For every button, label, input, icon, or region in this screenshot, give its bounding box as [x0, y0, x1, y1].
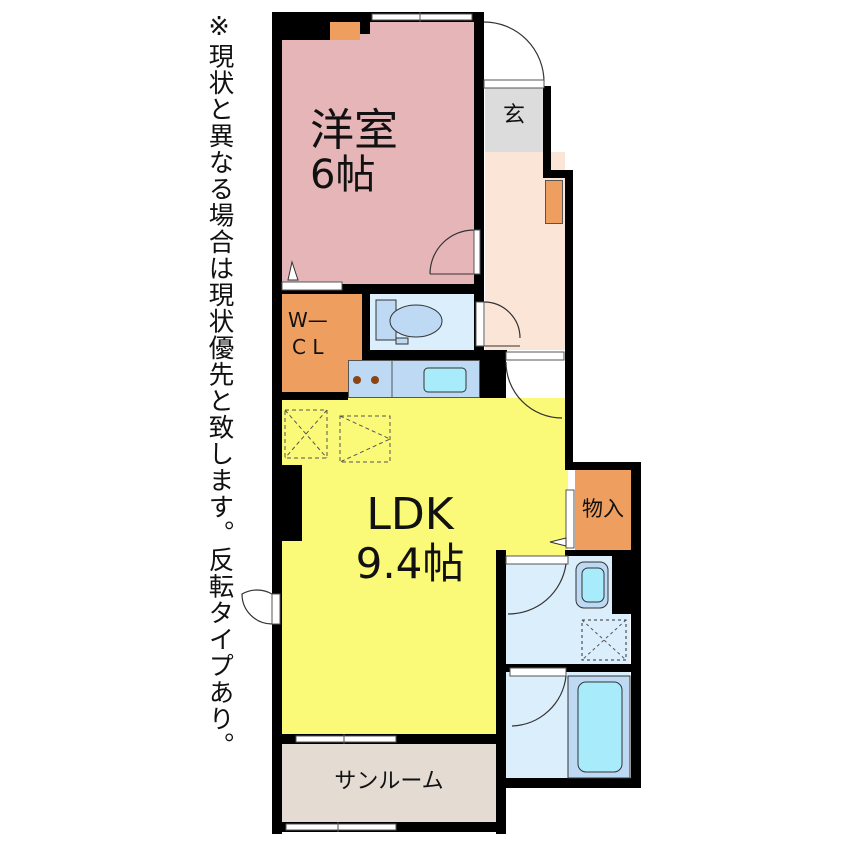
wall-wash-block [612, 556, 631, 614]
ldk-name: LDK [366, 489, 454, 540]
western-room [282, 22, 474, 284]
washroom [506, 556, 630, 664]
wall-western-bottom [282, 284, 474, 294]
wall-top-mid-block [360, 22, 370, 34]
wall-wcl-bottom [282, 392, 348, 400]
wall-left [272, 12, 282, 834]
wall-kitchen-block [480, 350, 506, 398]
entrance-label: 玄 [502, 103, 525, 128]
ldk-lower [282, 550, 496, 734]
wall-wash-left [496, 550, 506, 834]
western-room-name: 洋室 [310, 105, 398, 156]
wall-storage-right [631, 462, 641, 788]
wall-wcl-right [362, 294, 370, 360]
western-room-label: 洋室 6帖 [310, 105, 450, 199]
disclaimer-note: ※現状と異なる場合は現状優先と致します。反転タイプあり。 [204, 12, 234, 759]
wall-western-right [474, 12, 484, 352]
wall-storage-top [565, 462, 641, 470]
entrance [485, 88, 543, 152]
wall-hall-step [543, 170, 573, 178]
sunroom [282, 744, 496, 822]
wcl-line1: W— [288, 308, 328, 332]
wcl-line2: C L [292, 335, 324, 359]
sunroom-label: サンルーム [334, 769, 444, 794]
ldk-size: 9.4帖 [355, 539, 465, 589]
wall-bath-bottom [496, 778, 641, 788]
western-room-size: 6帖 [310, 152, 376, 199]
wall-ldk-pillar [282, 465, 302, 541]
hall-shoe-cabinet [545, 180, 563, 224]
storage-closet [575, 470, 631, 550]
storage-label: 物入 [582, 497, 624, 521]
ldk-label: LDK 9.4帖 [330, 489, 490, 589]
wall-wash-bottom [506, 664, 631, 672]
wcl-label: W— C L [284, 310, 360, 358]
western-room-closet [330, 22, 360, 40]
wall-entrance-right [543, 86, 551, 176]
wall-storage-bottom [565, 550, 641, 556]
wall-top-left-block [282, 22, 330, 40]
wall-toilet-bottom [362, 350, 507, 360]
wall-hall-right [565, 170, 573, 466]
